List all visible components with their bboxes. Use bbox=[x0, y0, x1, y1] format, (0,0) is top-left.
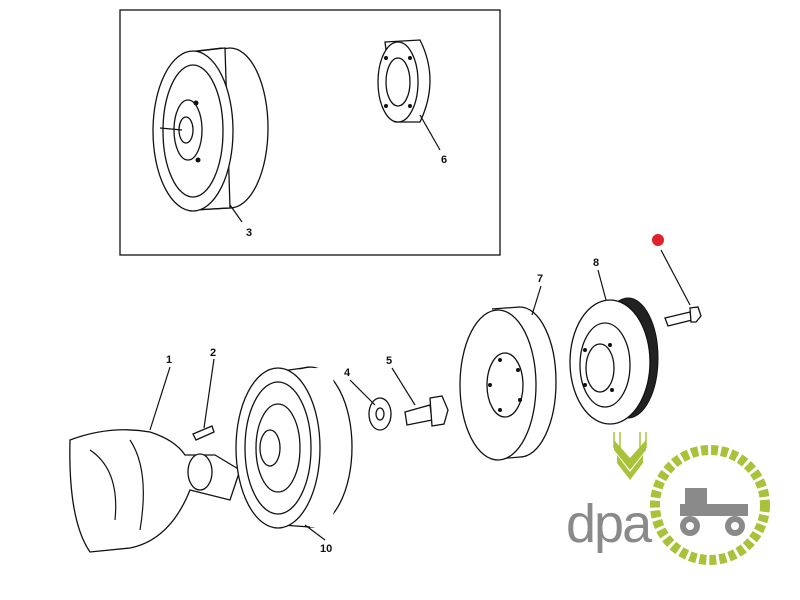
callout-10: 10 bbox=[320, 543, 332, 555]
callout-7: 7 bbox=[537, 273, 543, 285]
part-1-crankshaft[interactable] bbox=[69, 429, 241, 553]
part-10-damper[interactable] bbox=[235, 366, 353, 529]
inset-frame bbox=[119, 9, 501, 256]
callout-6: 6 bbox=[441, 154, 447, 166]
leader-lines bbox=[149, 114, 691, 541]
callout-8: 8 bbox=[593, 257, 599, 269]
logo-text: dpa bbox=[566, 494, 653, 554]
part-7-pulley[interactable] bbox=[459, 306, 557, 461]
part-2-key[interactable] bbox=[192, 425, 215, 441]
part-8-grooved-pulley[interactable] bbox=[569, 297, 659, 425]
part-6-hub[interactable] bbox=[377, 39, 431, 123]
callout-4: 4 bbox=[344, 367, 351, 379]
callout-1: 1 bbox=[166, 354, 172, 366]
part-bolt[interactable] bbox=[664, 306, 702, 327]
dpa-logo: dpa bbox=[566, 432, 770, 565]
red-marker bbox=[652, 234, 664, 246]
callout-3: 3 bbox=[246, 227, 252, 239]
part-4-washer[interactable] bbox=[368, 397, 392, 431]
part-3-damper[interactable] bbox=[152, 47, 269, 212]
callout-2: 2 bbox=[210, 347, 216, 359]
callout-5: 5 bbox=[386, 355, 392, 367]
part-5-bolt[interactable] bbox=[404, 395, 449, 427]
